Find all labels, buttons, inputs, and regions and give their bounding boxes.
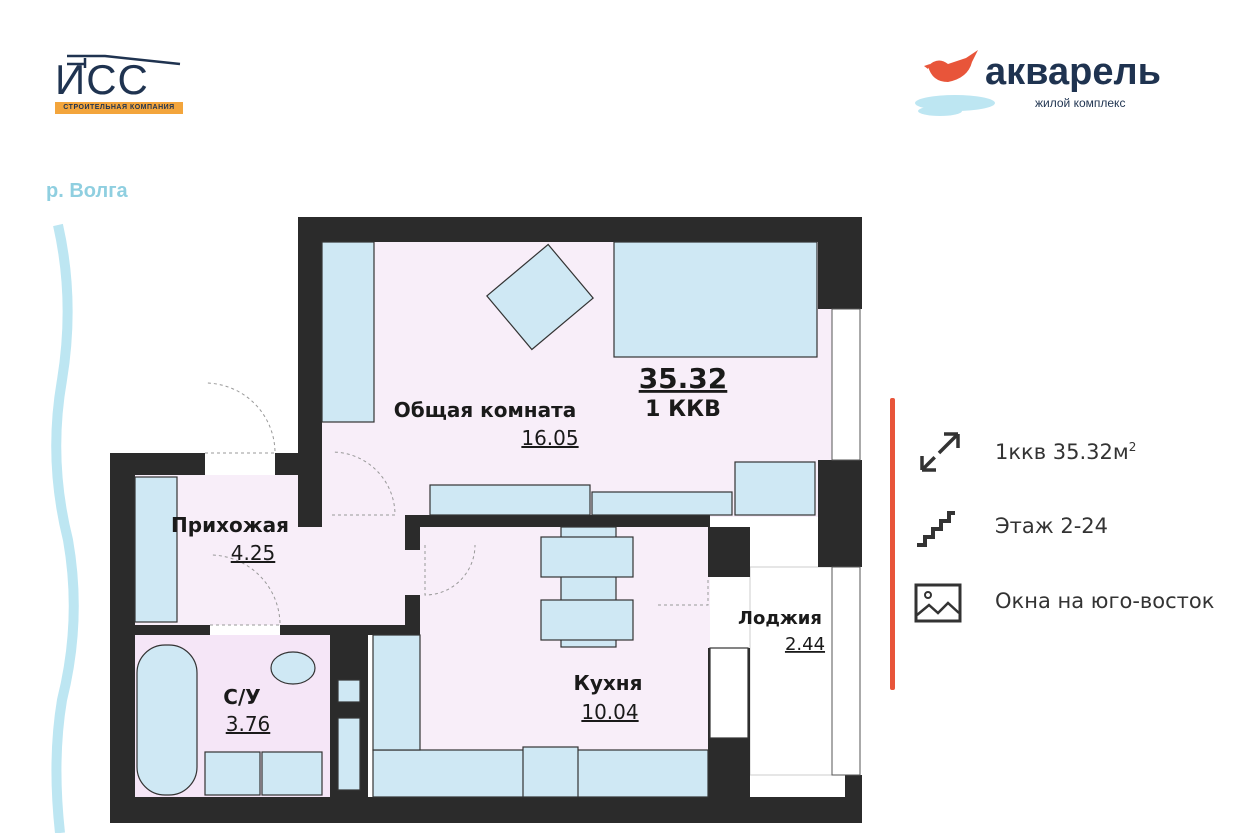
wardrobe — [321, 241, 375, 423]
apartment-type: 1 ККВ — [645, 397, 721, 422]
loggia-window — [831, 566, 861, 776]
fridge — [337, 679, 361, 703]
complex-logo-name: акварель — [985, 51, 1161, 93]
room-area-kitchen: 10.04 — [581, 700, 638, 724]
room-area-bath: 3.76 — [226, 712, 271, 736]
complex-logo: акварель жилой комплекс — [910, 48, 1190, 118]
room-name-loggia: Лоджия — [738, 608, 822, 629]
door-loggia — [658, 577, 709, 606]
hall-floor — [135, 475, 420, 625]
door-entrance — [204, 382, 276, 454]
room-area-loggia: 2.44 — [785, 634, 825, 655]
washing-machine — [261, 751, 323, 796]
developer-logo-letters: ИСС — [55, 56, 149, 103]
info-area-sup: 2 — [1128, 440, 1137, 454]
info-area-text: 1ккв 35.32м — [995, 440, 1129, 464]
bridge-icon — [67, 54, 181, 68]
room-area-hall: 4.25 — [231, 541, 276, 565]
armchair — [486, 243, 594, 351]
river-label: р. Волга — [46, 180, 128, 202]
door-bath — [209, 554, 281, 626]
bird-icon — [915, 50, 995, 116]
bathtub — [136, 644, 198, 796]
toilet — [270, 651, 316, 685]
suitcase — [734, 461, 816, 516]
door-kitchen — [424, 544, 476, 596]
sink — [204, 751, 261, 796]
stove — [522, 746, 579, 798]
total-area: 35.32 — [639, 362, 728, 395]
room-name-living: Общая комната — [394, 398, 576, 422]
info-floor: Этаж 2-24 — [995, 514, 1109, 538]
chair — [540, 599, 634, 641]
loggia-cabinet — [709, 647, 749, 739]
room-name-bath: С/У — [223, 685, 260, 709]
room-name-kitchen: Кухня — [574, 671, 643, 695]
info-area: 1ккв 35.32м2 — [995, 440, 1136, 464]
loggia-floor — [749, 566, 833, 776]
tv-stand — [429, 484, 591, 516]
accent-line — [890, 398, 895, 690]
room-name-hall: Прихожая — [171, 513, 289, 537]
developer-logo: ИСС СТРОИТЕЛЬНАЯ КОМПАНИЯ — [55, 52, 185, 116]
stairs-icon — [917, 511, 955, 547]
image-icon — [914, 583, 962, 623]
door-living — [331, 451, 396, 516]
kitchen-counter-left — [372, 634, 421, 751]
window — [831, 308, 861, 461]
complex-logo-tagline: жилой комплекс — [1035, 96, 1126, 110]
sofa — [613, 241, 818, 358]
info-windows: Окна на юго-восток — [995, 589, 1215, 613]
desk — [591, 491, 733, 516]
hall-wardrobe — [134, 476, 178, 623]
shaft — [337, 717, 361, 791]
developer-logo-tagline: СТРОИТЕЛЬНАЯ КОМПАНИЯ — [55, 102, 183, 114]
room-area-living: 16.05 — [521, 426, 578, 450]
resize-arrows-icon — [920, 432, 960, 472]
chair — [540, 536, 634, 578]
river-line — [51, 223, 79, 833]
